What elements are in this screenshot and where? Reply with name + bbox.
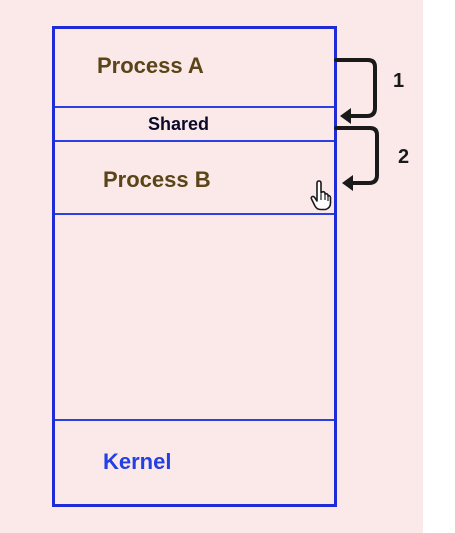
step-1-number: 1 xyxy=(393,70,405,92)
segment-divider xyxy=(55,213,334,215)
segment-divider xyxy=(55,106,334,108)
step-2-arrow xyxy=(334,126,379,191)
step-1-arrow xyxy=(334,58,377,124)
process-a-label: Process A xyxy=(97,53,204,78)
process-b-label: Process B xyxy=(103,167,211,192)
kernel-label: Kernel xyxy=(103,449,172,474)
hand-pointer-icon xyxy=(310,180,332,211)
step-2-number: 2 xyxy=(398,146,410,168)
segment-divider xyxy=(55,140,334,142)
right-margin-strip xyxy=(423,0,455,533)
shared-label: Shared xyxy=(148,114,210,134)
segment-divider xyxy=(55,419,334,421)
memory-layout-box: Process A Shared Process B Kernel xyxy=(52,26,337,507)
diagram-background xyxy=(0,0,423,533)
